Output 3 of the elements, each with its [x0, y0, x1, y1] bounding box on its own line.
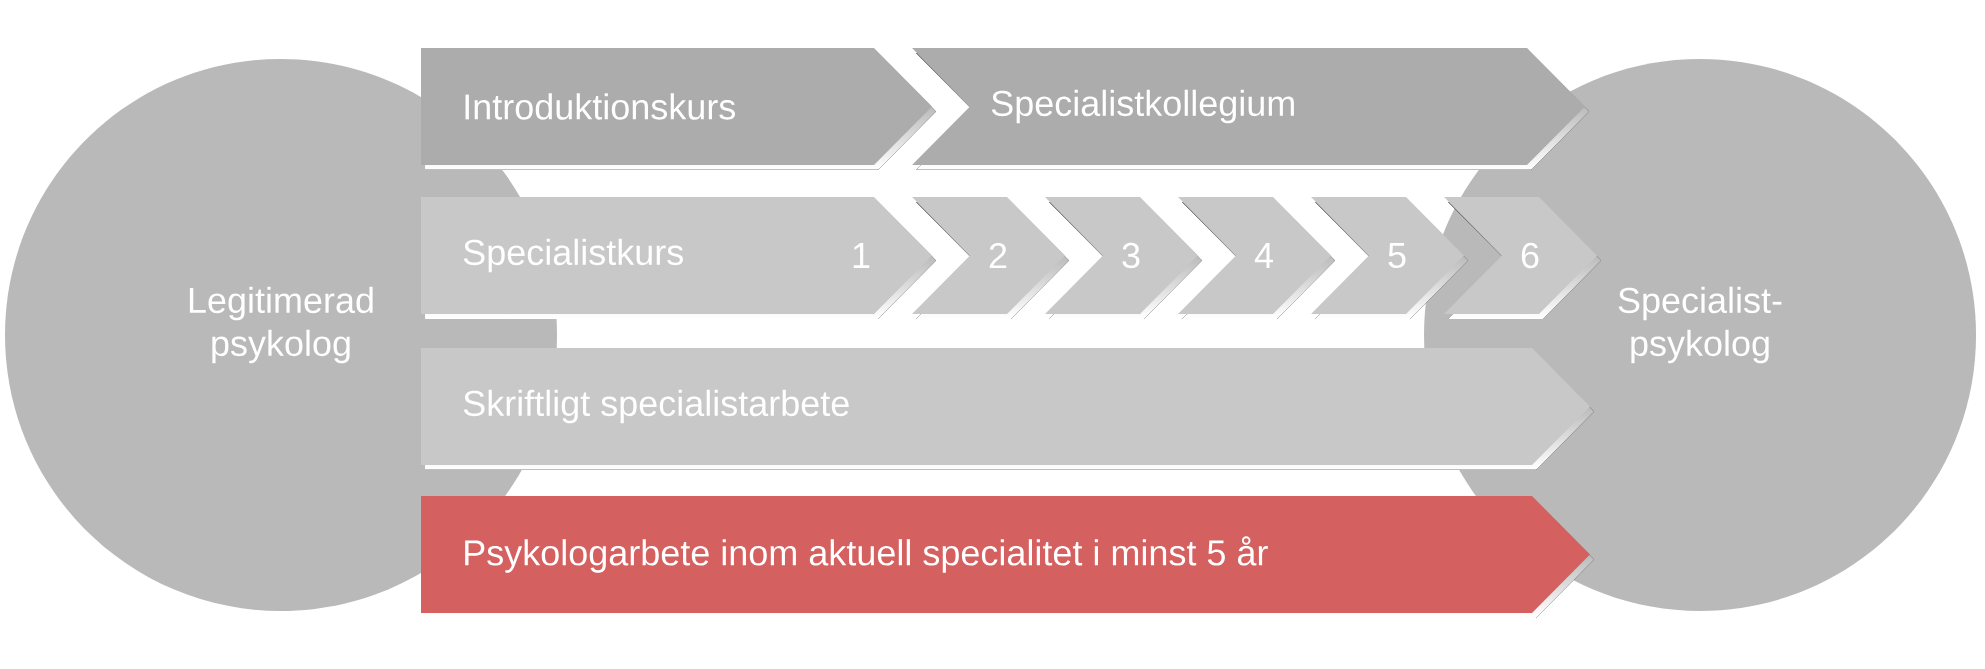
- process-step: Specialistkollegium: [912, 48, 1589, 170]
- process-step: Psykologarbete inom aktuell specialitet i minst 5 år: [421, 496, 1594, 618]
- process-step: Introduktionskurs: [421, 48, 936, 170]
